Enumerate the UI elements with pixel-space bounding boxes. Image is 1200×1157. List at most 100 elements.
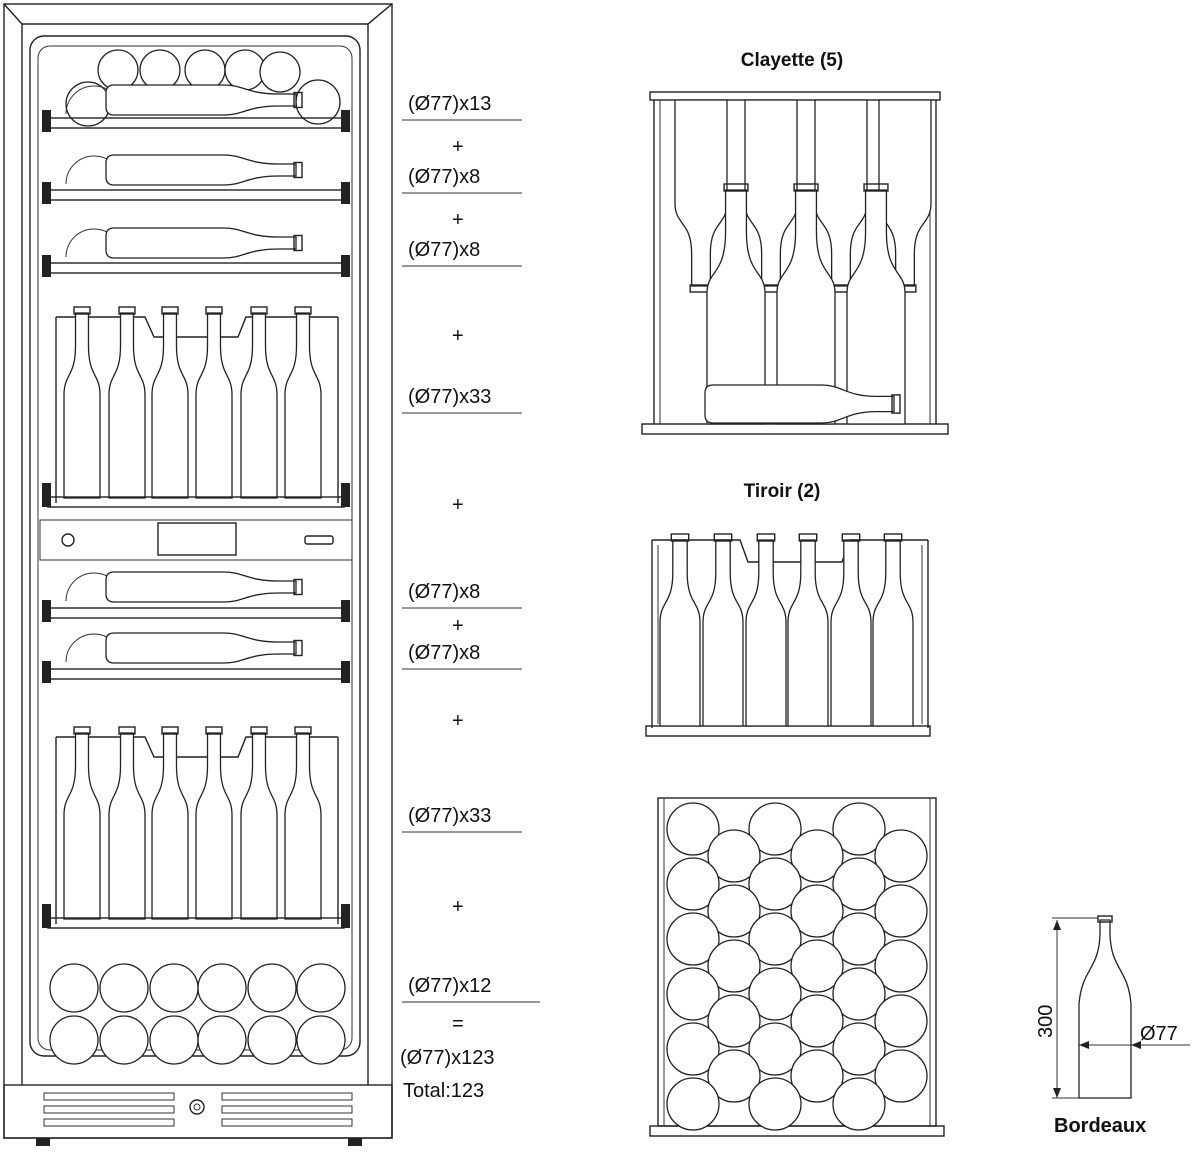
- standing-bottle: [63, 732, 101, 920]
- bottle-type-label: Bordeaux: [1054, 1115, 1146, 1137]
- control-panel: [39, 519, 353, 561]
- bottle-end: [790, 884, 844, 938]
- shelf-bracket: [42, 600, 51, 622]
- plus-sign: +: [452, 494, 464, 516]
- bottle-end: [707, 939, 761, 993]
- bottle-cap: [250, 726, 268, 735]
- shelf-title: Clayette (5): [741, 50, 843, 71]
- power-icon: [61, 533, 75, 547]
- bottle-cap: [205, 726, 223, 735]
- bottle-cap: [863, 183, 889, 192]
- bottle-end: [296, 963, 346, 1013]
- bottle-cap: [841, 533, 861, 542]
- capacity-label: (Ø77)x8: [408, 642, 480, 664]
- bottle-end: [666, 802, 720, 856]
- bottle-cap: [294, 726, 312, 735]
- standing-bottle: [108, 732, 146, 920]
- drawer-bracket: [42, 483, 51, 507]
- bottle-cap: [293, 161, 303, 179]
- bottle-end: [139, 49, 181, 91]
- bottle-end: [874, 829, 928, 883]
- bottle-end: [707, 1049, 761, 1103]
- capacity-label: (Ø77)x13: [408, 93, 491, 115]
- bottle-end: [832, 1077, 886, 1131]
- bottle-end: [149, 963, 199, 1013]
- bottle-cap: [293, 639, 303, 657]
- inverted-bottle: [674, 99, 728, 287]
- lock-icon: [189, 1099, 205, 1115]
- bottle-end: [832, 1022, 886, 1076]
- shelf-bracket: [341, 255, 350, 277]
- bottle-end: [99, 1015, 149, 1065]
- standing-bottle: [702, 539, 744, 727]
- capacity-label: (Ø77)x12: [408, 975, 491, 997]
- bottle-end: [748, 802, 802, 856]
- top-view-grid: [649, 797, 945, 1137]
- base-grille: [43, 1092, 353, 1127]
- drawer-bracket: [341, 483, 350, 507]
- bottle-end: [666, 1077, 720, 1131]
- bottle-end: [790, 1049, 844, 1103]
- bottle-end: [790, 829, 844, 883]
- bottle-cap: [793, 183, 819, 192]
- bottle-end: [748, 912, 802, 966]
- bottle-end: [832, 857, 886, 911]
- lying-bottle: [704, 384, 895, 424]
- bordeaux-bottle: [1078, 919, 1132, 1099]
- shelf-bracket: [341, 600, 350, 622]
- drawer-bracket: [341, 904, 350, 928]
- bottle-cap: [161, 726, 179, 735]
- bottle-cap: [73, 726, 91, 735]
- bottle-end: [874, 884, 928, 938]
- shelf-bracket: [341, 110, 350, 132]
- bottle-cap: [883, 533, 903, 542]
- bottle-end: [666, 912, 720, 966]
- bottle-dimension: 300 Ø77 Bordeaux: [1035, 915, 1190, 1137]
- wine-cabinet: [3, 3, 393, 1146]
- bottle-cap: [293, 234, 303, 252]
- drawer-bracket: [42, 904, 51, 928]
- bottle-end: [296, 1015, 346, 1065]
- bottle-cap: [723, 183, 749, 192]
- bottle-end: [874, 939, 928, 993]
- bottle-end: [832, 912, 886, 966]
- bottle-end: [247, 1015, 297, 1065]
- plus-sign: +: [452, 896, 464, 918]
- plus-sign: +: [452, 209, 464, 231]
- standing-bottle: [776, 189, 836, 425]
- shelf-detail: Clayette (5): [641, 50, 949, 435]
- bottle-end: [666, 1022, 720, 1076]
- bottle-end: [259, 51, 301, 93]
- lying-bottle: [105, 227, 297, 259]
- total-count: Total:123: [403, 1080, 484, 1102]
- bottle-cap: [798, 533, 818, 542]
- display-screen: [157, 522, 237, 556]
- bottle-end: [65, 81, 111, 127]
- equals-sign: =: [452, 1013, 464, 1035]
- bottle-end: [748, 1022, 802, 1076]
- standing-bottle: [706, 189, 766, 425]
- drawer-detail: Tiroir (2): [645, 481, 931, 737]
- plus-sign: +: [452, 710, 464, 732]
- standing-bottle: [63, 312, 101, 499]
- bottle-end: [748, 1077, 802, 1131]
- bottle-end: [832, 802, 886, 856]
- bottle-end: [874, 994, 928, 1048]
- standing-bottle: [659, 539, 701, 727]
- inverted-bottle: [744, 99, 798, 287]
- bottle-end: [707, 829, 761, 883]
- foot: [36, 1138, 50, 1146]
- bottle-end: [748, 857, 802, 911]
- standing-bottle: [284, 312, 322, 499]
- bottle-end: [197, 963, 247, 1013]
- shelf-bracket: [42, 255, 51, 277]
- bottle-end: [49, 1015, 99, 1065]
- control-button: [304, 535, 334, 545]
- bottle-end: [790, 939, 844, 993]
- bottle-end: [224, 49, 266, 91]
- bottle-cap: [118, 726, 136, 735]
- standing-bottle: [108, 312, 146, 499]
- standing-bottle: [846, 189, 906, 425]
- bottle-end: [666, 857, 720, 911]
